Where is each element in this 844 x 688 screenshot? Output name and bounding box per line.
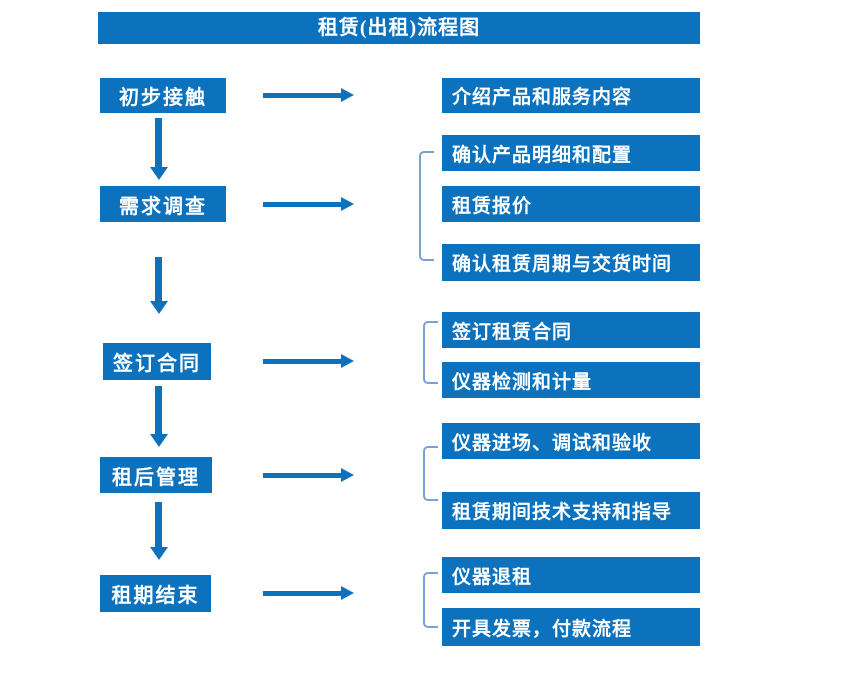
arrow-right-icon xyxy=(263,88,354,102)
output-box-confirm-period-delivery: 确认租赁周期与交货时间 xyxy=(442,244,700,281)
output-box-technical-support: 租赁期间技术支持和指导 xyxy=(442,492,700,529)
output-box-instrument-return: 仪器退租 xyxy=(442,557,700,593)
output-box-introduce-products: 介绍产品和服务内容 xyxy=(442,78,700,113)
step-box-demand-survey: 需求调查 xyxy=(100,186,226,222)
arrow-right-icon xyxy=(263,586,354,600)
arrow-down-icon xyxy=(149,118,168,180)
group-bracket-icon xyxy=(423,321,438,384)
step-box-post-rental-management: 租后管理 xyxy=(100,457,212,493)
output-box-confirm-details: 确认产品明细和配置 xyxy=(442,135,700,171)
output-box-instrument-testing: 仪器检测和计量 xyxy=(442,362,700,398)
group-bracket-icon xyxy=(419,151,434,261)
output-box-rental-quote: 租赁报价 xyxy=(442,186,700,222)
arrow-right-icon xyxy=(263,197,354,211)
arrow-right-icon xyxy=(263,354,354,368)
arrow-down-icon xyxy=(149,257,168,314)
group-bracket-icon xyxy=(423,446,438,501)
arrow-down-icon xyxy=(149,386,168,447)
output-box-sign-rental-contract: 签订租赁合同 xyxy=(442,312,700,348)
output-box-invoice-payment: 开具发票，付款流程 xyxy=(442,608,700,646)
arrow-right-icon xyxy=(263,468,354,482)
group-bracket-icon xyxy=(423,572,438,628)
step-box-sign-contract: 签订合同 xyxy=(103,343,211,380)
step-box-lease-end: 租期结束 xyxy=(100,575,211,612)
diagram-title: 租赁(出租)流程图 xyxy=(98,12,700,44)
step-box-initial-contact: 初步接触 xyxy=(100,78,226,113)
arrow-down-icon xyxy=(149,502,168,560)
output-box-instrument-entry-acceptance: 仪器进场、调试和验收 xyxy=(442,423,700,459)
